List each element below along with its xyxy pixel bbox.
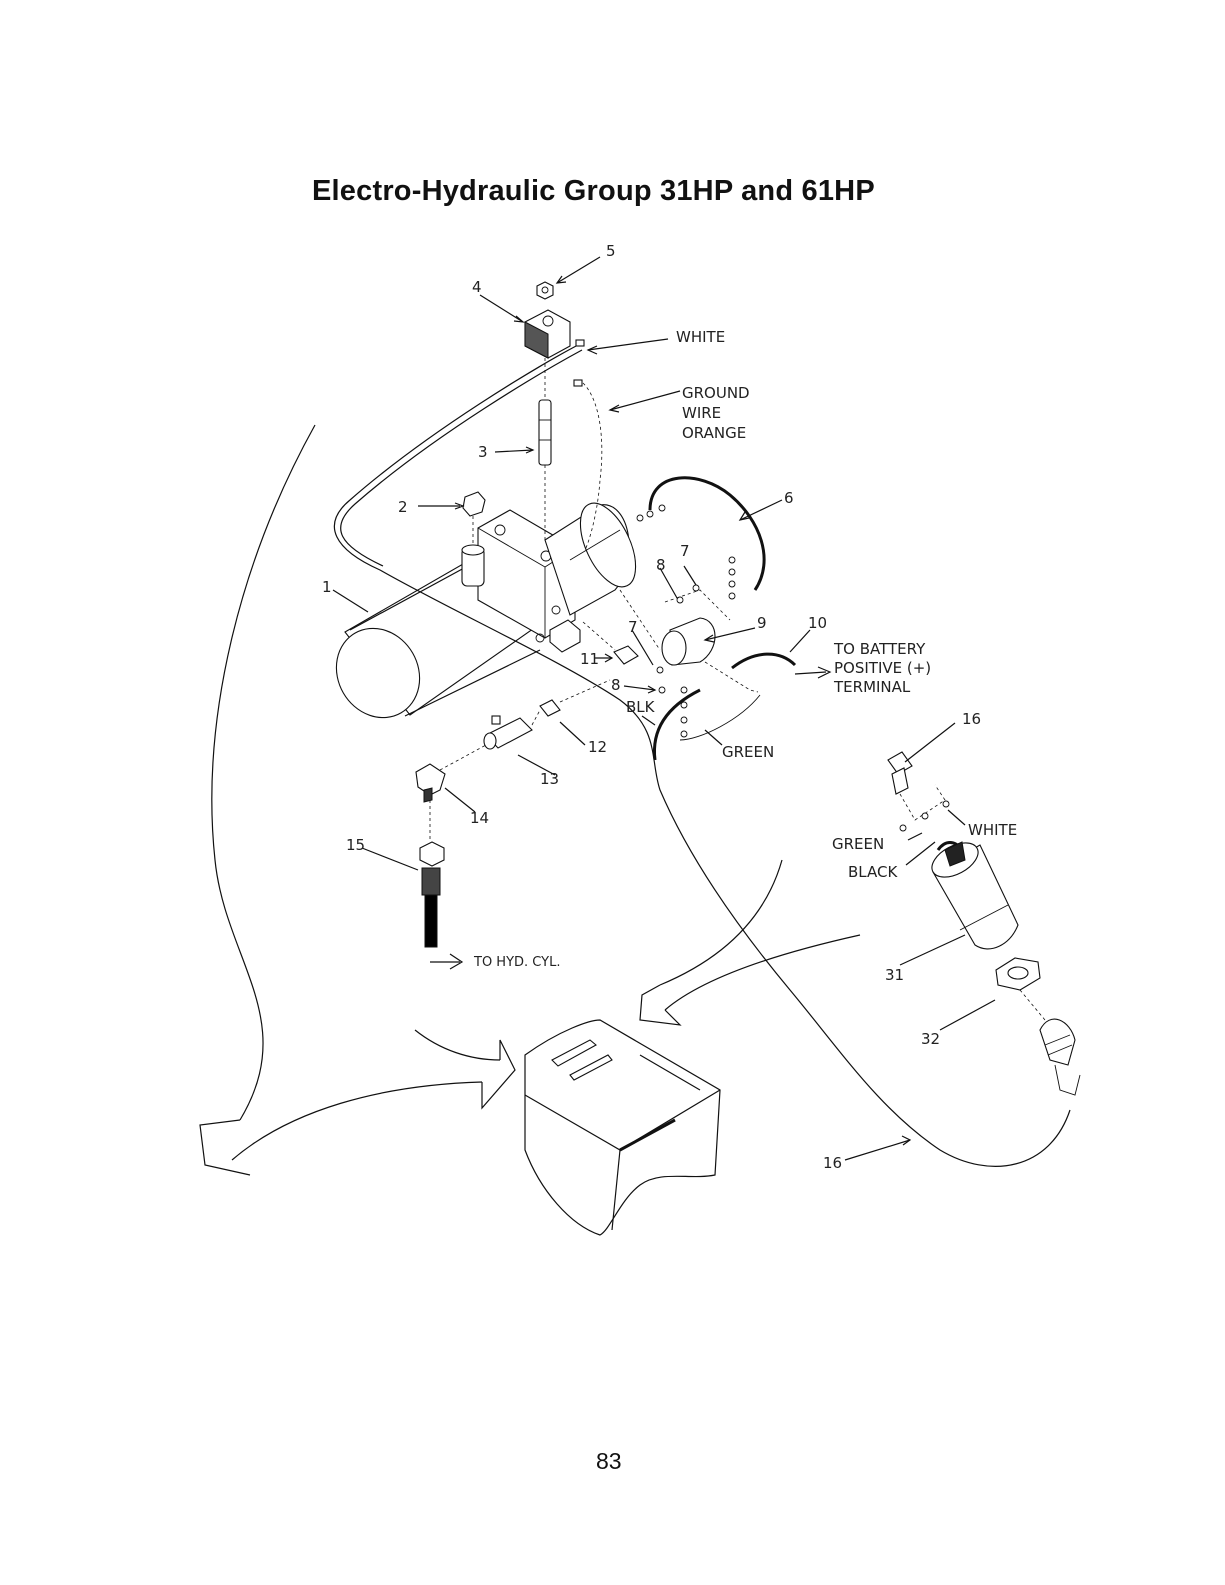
- callout-16a: 16: [962, 710, 981, 728]
- label-black-right: BLACK: [848, 863, 898, 881]
- cable-6: [637, 478, 782, 599]
- label-to-hyd-cyl: TO HYD. CYL.: [473, 955, 560, 970]
- label-green-mid: GREEN: [722, 743, 774, 761]
- breather-cap-2: [418, 492, 485, 545]
- callout-16b: 16: [823, 1154, 842, 1172]
- callout-6: 6: [784, 489, 794, 507]
- tractor-silhouette: [525, 1020, 720, 1235]
- wire-harness: [334, 339, 1070, 1166]
- callout-31: 31: [885, 966, 904, 984]
- callout-1: 1: [322, 578, 332, 596]
- callout-10: 10: [808, 614, 827, 632]
- label-battery-3: TERMINAL: [833, 678, 911, 696]
- callout-32: 32: [921, 1030, 940, 1048]
- label-ground-2: WIRE: [682, 404, 721, 422]
- callout-13: 13: [540, 770, 559, 788]
- callout-3: 3: [478, 443, 488, 461]
- page-number: 83: [596, 1448, 622, 1475]
- label-white-right: WHITE: [968, 821, 1017, 839]
- label-white-top: WHITE: [676, 328, 725, 346]
- label-green-right: GREEN: [832, 835, 884, 853]
- label-ground-1: GROUND: [682, 384, 750, 402]
- label-ground-3: ORANGE: [682, 424, 746, 442]
- sender-assembly: [845, 723, 1080, 1160]
- callout-5: 5: [606, 242, 616, 260]
- callout-14: 14: [470, 809, 489, 827]
- callout-12: 12: [588, 738, 607, 756]
- callout-7a: 7: [680, 542, 690, 560]
- callout-7b: 7: [628, 618, 638, 636]
- valve-assembly: [480, 257, 600, 540]
- callout-4: 4: [472, 278, 482, 296]
- label-battery-2: POSITIVE (+): [834, 659, 931, 677]
- callout-2: 2: [398, 498, 408, 516]
- callout-11: 11: [580, 650, 599, 668]
- label-battery-1: TO BATTERY: [833, 640, 926, 658]
- callout-15: 15: [346, 836, 365, 854]
- callout-9: 9: [757, 614, 767, 632]
- callout-8a: 8: [656, 556, 666, 574]
- label-blk: BLK: [626, 698, 656, 716]
- solenoid-9: [624, 566, 810, 760]
- callout-8b: 8: [611, 676, 621, 694]
